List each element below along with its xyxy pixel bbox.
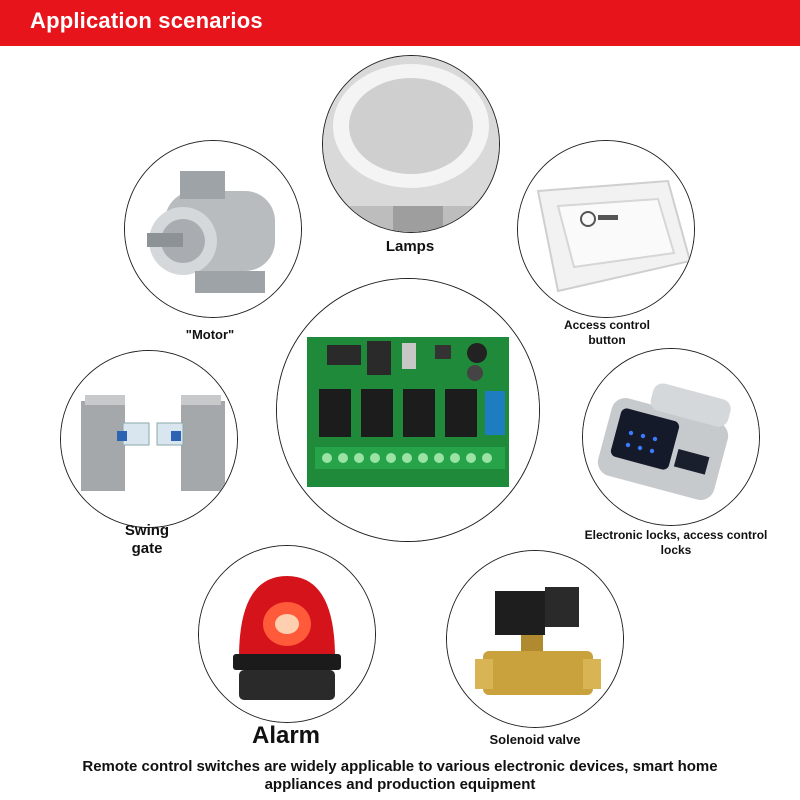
access-button-icon — [518, 141, 694, 317]
page-title: Application scenarios — [30, 8, 263, 33]
motor-icon — [125, 141, 301, 317]
solenoid-valve-label: Solenoid valve — [489, 732, 581, 747]
smart-lock-icon — [583, 349, 759, 525]
electronic-locks-image — [582, 348, 760, 526]
alarm-label: Alarm — [251, 722, 321, 749]
relay-board-icon — [277, 279, 539, 541]
access-button-label: Access control button — [563, 318, 651, 347]
relay-module-image — [276, 278, 540, 542]
lamps-image — [322, 55, 500, 233]
footer-description: Remote control switches are widely appli… — [82, 758, 718, 793]
motor-label: "Motor" — [185, 327, 235, 342]
swing-gate-image — [60, 350, 238, 528]
electronic-locks-label: Electronic locks, access control locks — [584, 528, 768, 557]
header-banner: Application scenarios — [0, 0, 800, 46]
alarm-image — [198, 545, 376, 723]
lamp-icon — [323, 56, 499, 232]
swing-gate-label: Swing gate — [124, 522, 170, 557]
solenoid-valve-icon — [447, 551, 623, 727]
lamps-label: Lamps — [385, 238, 435, 255]
alarm-light-icon — [199, 546, 375, 722]
access-button-image — [517, 140, 695, 318]
motor-image — [124, 140, 302, 318]
turnstile-icon — [61, 351, 237, 527]
solenoid-valve-image — [446, 550, 624, 728]
